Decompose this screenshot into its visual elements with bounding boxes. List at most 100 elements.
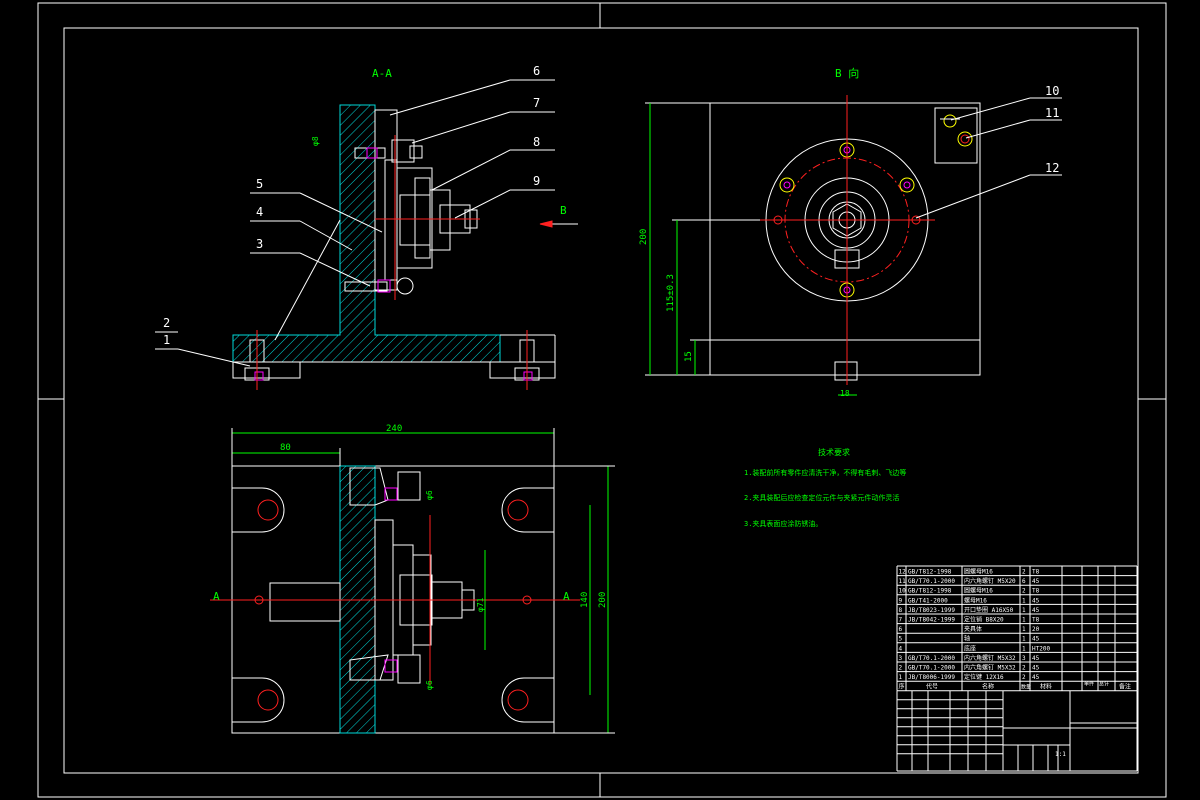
arrow-a-right: A <box>563 590 570 603</box>
bom-row-name: 螺母M16 <box>964 596 987 604</box>
bom-row-no: 10 <box>899 588 907 595</box>
note-3: 3.夹具表面应涂防锈油。 <box>744 519 822 528</box>
balloon-4: 4 <box>256 205 263 219</box>
bom-row-qty: 2 <box>1022 569 1026 576</box>
arrow-b-label: B <box>560 204 567 217</box>
balloon-1: 1 <box>163 333 170 347</box>
bom-row-material: 45 <box>1032 636 1040 643</box>
bom-row-name: 底座 <box>964 644 976 652</box>
bom-row-code: JB/T8006-1999 <box>908 674 955 681</box>
bom-row-no: 9 <box>899 597 903 604</box>
dim-plan-height: 200 <box>598 592 608 608</box>
balloon-8: 8 <box>533 135 540 149</box>
view-b-title: B 向 <box>835 66 859 80</box>
bom-row-qty: 2 <box>1022 588 1026 595</box>
bom-row-material: T8 <box>1032 617 1040 624</box>
bom-row-qty: 1 <box>1022 607 1026 614</box>
bom-row-code: GB/T70.1-2000 <box>908 665 955 672</box>
bom-row-no: 5 <box>899 636 903 643</box>
bom-row-qty: 1 <box>1022 645 1026 652</box>
bom-row-qty: 1 <box>1022 617 1026 624</box>
dim-bore: φ71 <box>476 597 485 612</box>
bom-header-remark: 备注 <box>1119 683 1131 691</box>
bom-row-material: 45 <box>1032 597 1040 604</box>
bom-row-no: 4 <box>899 645 903 652</box>
balloon-2: 2 <box>163 316 170 330</box>
balloon-9: 9 <box>533 174 540 188</box>
dim-view-b-center: 115±0.3 <box>666 274 676 312</box>
bom-row-no: 2 <box>899 665 903 672</box>
balloon-7: 7 <box>533 96 540 110</box>
bom-row-qty: 6 <box>1022 578 1026 585</box>
bom-row-name: 圆螺母M16 <box>964 568 993 576</box>
bom-row-name: 圆螺母M16 <box>964 587 993 595</box>
bom-row-name: 定位销 B8X20 <box>964 616 1004 624</box>
arrow-a-left: A <box>213 590 220 603</box>
section-aa-title: A-A <box>372 67 392 80</box>
bom-header-single: 单件 <box>1084 681 1094 688</box>
bom-row-code: GB/T70.1-2000 <box>908 578 955 585</box>
bom-row-material: T8 <box>1032 588 1040 595</box>
dim-pin-width: 18 <box>840 389 850 398</box>
bom-row-material: T8 <box>1032 569 1040 576</box>
bom-row-no: 3 <box>899 655 903 662</box>
bom-row-name: 内六角螺钉 M5X20 <box>964 577 1016 585</box>
bom-row-qty: 1 <box>1022 626 1026 633</box>
bom-row-no: 11 <box>899 578 907 585</box>
sheet-border <box>37 2 1167 798</box>
view-b: B 向 200 115± <box>639 66 1062 398</box>
bom-header-qty: 数量 <box>1021 684 1031 691</box>
bom-row-no: 8 <box>899 607 903 614</box>
bom-row-material: 20 <box>1032 626 1040 633</box>
dim-small-c: φ6 <box>425 680 434 690</box>
bom-row-code: GB/T70.1-2000 <box>908 655 955 662</box>
bom-row-qty: 2 <box>1022 665 1026 672</box>
bom-row-qty: 1 <box>1022 597 1026 604</box>
bom-row-no: 6 <box>899 626 903 633</box>
dim-small-b: φ6 <box>425 490 434 500</box>
bom-row-no: 1 <box>899 674 903 681</box>
balloon-3: 3 <box>256 237 263 251</box>
bom-row-material: 45 <box>1032 578 1040 585</box>
bom-row-material: 45 <box>1032 665 1040 672</box>
bom-row-name: 内六角螺钉 M5X32 <box>964 654 1016 662</box>
bom-row-code: JB/T8023-1999 <box>908 607 955 614</box>
bom-row-no: 7 <box>899 617 903 624</box>
dim-plan-inner: 140 <box>580 592 590 608</box>
section-aa-view: A-A <box>232 67 578 390</box>
balloon-5: 5 <box>256 177 263 191</box>
bom-header-name: 名称 <box>982 683 994 691</box>
title-block-scale: 1:1 <box>1055 751 1066 758</box>
bom-row-name: 内六角螺钉 M5X32 <box>964 664 1016 672</box>
bom-row-code: JB/T8042-1999 <box>908 617 955 624</box>
notes-title: 技术要求 <box>818 447 850 457</box>
bom-row-qty: 1 <box>1022 636 1026 643</box>
bom-row-name: 夹具体 <box>964 625 982 633</box>
dim-view-b-height: 200 <box>639 229 649 245</box>
bom-row-name: 定位键 12X16 <box>964 673 1004 681</box>
note-2: 2.夹具装配后应检查定位元件与夹紧元件动作灵活 <box>744 493 899 502</box>
dim-small-a: φ8 <box>311 136 320 146</box>
balloon-10: 10 <box>1045 84 1059 98</box>
bom-row-material: 45 <box>1032 655 1040 662</box>
balloon-12: 12 <box>1045 161 1059 175</box>
bom-row-qty: 2 <box>1022 674 1026 681</box>
bom-row-name: 开口垫圈 A16X50 <box>964 606 1014 614</box>
aa-leaders: 6 7 8 9 5 4 3 2 1 <box>155 64 555 367</box>
dim-overall-width: 240 <box>386 424 402 434</box>
balloon-11: 11 <box>1045 106 1059 120</box>
bom-header-no: 序 <box>899 683 905 691</box>
bom-row-material: HT200 <box>1032 645 1050 652</box>
plan-view: A A 240 80 200 140 φ71 φ6 φ6 <box>210 424 615 734</box>
technical-notes: 技术要求 1.装配前所有零件应清洗干净，不得有毛刺、飞边等 2.夹具装配后应检查… <box>744 447 906 528</box>
bom-header-code: 代号 <box>926 683 938 691</box>
dim-left-offset: 80 <box>280 443 291 453</box>
bom-row-code: GB/T812-1998 <box>908 569 952 576</box>
bom-row-code: GB/T41-2000 <box>908 597 948 604</box>
bom-header-total: 总计 <box>1099 681 1109 688</box>
bom-header-material: 材料 <box>1040 683 1052 691</box>
balloon-6: 6 <box>533 64 540 78</box>
dim-view-b-base: 15 <box>684 351 694 362</box>
